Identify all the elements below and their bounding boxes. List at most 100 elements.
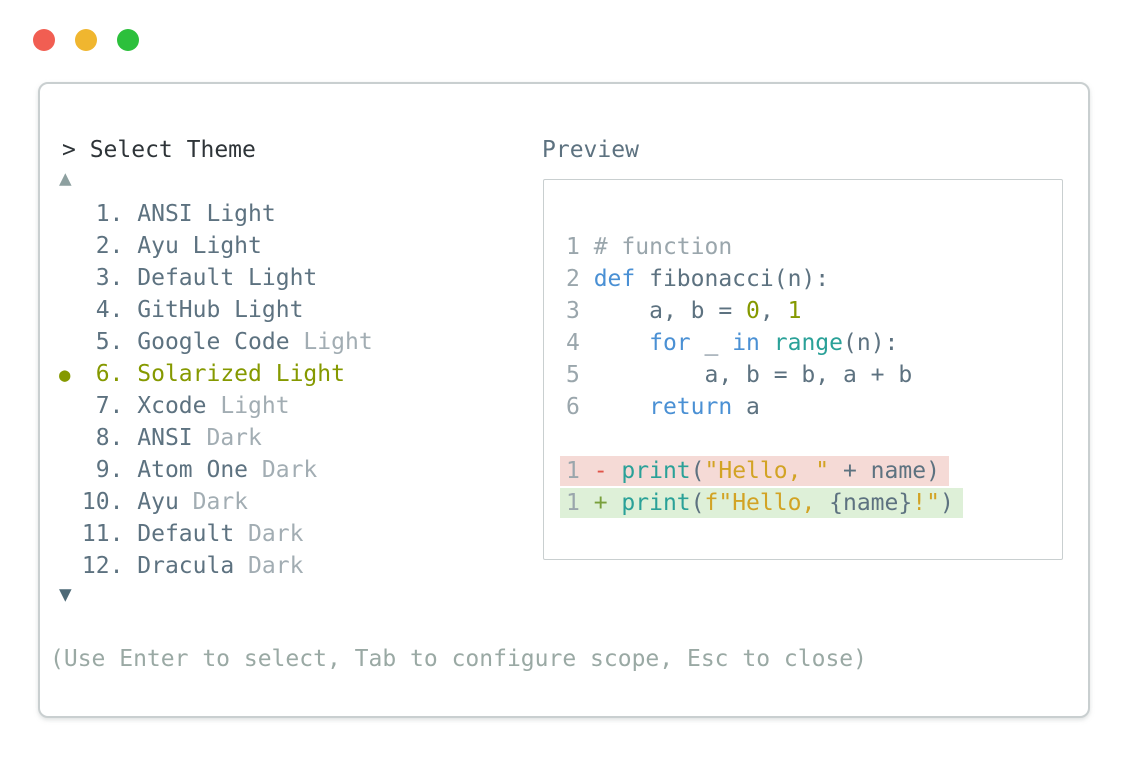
code-token: in (732, 330, 760, 356)
item-variant: Dark (192, 425, 262, 451)
item-number: 11. (81, 521, 124, 547)
code-token (760, 330, 774, 356)
code-token: print (621, 458, 691, 484)
keyboard-hint: (Use Enter to select, Tab to configure s… (50, 646, 867, 672)
theme-picker-window: > Select Theme Preview ▲ 1. ANSI Light 2. A… (38, 82, 1090, 718)
item-label: Default (137, 521, 235, 547)
code-token: (n): (843, 330, 899, 356)
code-token: f"Hello, (704, 490, 830, 516)
theme-list-item[interactable]: 3.Default Light (59, 262, 373, 294)
item-number: 12. (81, 553, 124, 579)
line-number: 1 (566, 458, 594, 484)
item-label: Solarized Light (137, 361, 345, 387)
item-number: 9. (95, 457, 124, 483)
theme-list-item[interactable]: 2. Ayu Light (59, 230, 373, 262)
diff-highlight: 1 + print(f"Hello, {name}!") (560, 488, 963, 518)
code-line-blank (566, 423, 963, 455)
code-token: print (621, 490, 691, 516)
code-line: 5 a, b = b, a + b (566, 359, 963, 391)
code-line: 1 # function (566, 231, 963, 263)
traffic-light-zoom[interactable] (117, 29, 139, 51)
diff-sign-del: - (593, 458, 622, 484)
item-label: Ayu Light (137, 233, 262, 259)
item-variant: Dark (248, 457, 318, 483)
theme-list-item[interactable]: 8.ANSI Dark (59, 422, 373, 454)
code-preview: 1 # function 2 def fibonacci(n): 3 a, b = … (560, 231, 963, 519)
item-label: Ayu (137, 489, 179, 515)
item-variant: Light (289, 329, 373, 355)
code-token: ( (690, 458, 705, 484)
picker-prompt: > Select Theme (62, 137, 256, 163)
item-number: 4. (95, 297, 124, 323)
item-label: Xcode (137, 393, 207, 419)
item-number: 3. (95, 265, 124, 291)
item-number: 10. (81, 489, 124, 515)
item-number: 1. (95, 201, 124, 227)
line-number: 4 (566, 330, 594, 356)
item-label: Dracula (137, 553, 235, 579)
scroll-down-icon[interactable]: ▼ (59, 582, 72, 606)
code-line: 6 return a (566, 391, 963, 423)
diff-line-del: 1 - print("Hello, " + name) (560, 455, 963, 487)
line-number: 2 (566, 266, 594, 292)
selected-dot-icon: ● (59, 364, 71, 386)
code-token: return (649, 394, 733, 420)
preview-title: Preview (542, 137, 639, 163)
item-label: Google Code (137, 329, 290, 355)
code-line: 4 for _ in range(n): (566, 327, 963, 359)
item-number: 6. (95, 361, 124, 387)
theme-list-item[interactable]: 11. Default Dark (59, 518, 373, 550)
code-token: _ (690, 330, 733, 356)
line-number: 3 (566, 298, 594, 324)
code-line: 3 a, b = 0, 1 (566, 295, 963, 327)
traffic-light-minimize[interactable] (75, 29, 97, 51)
traffic-light-close[interactable] (33, 29, 55, 51)
window-controls (33, 29, 139, 51)
line-number: 5 (566, 362, 594, 388)
code-token: fibonacci(n): (635, 266, 830, 292)
theme-list-item[interactable]: 1. ANSI Light (59, 198, 373, 230)
item-label: Atom One (137, 457, 249, 483)
item-variant: Dark (234, 521, 304, 547)
code-token: , (759, 298, 788, 324)
theme-list-item[interactable]: 7. Xcode Light (59, 390, 373, 422)
item-number: 2. (95, 233, 124, 259)
diff-highlight: 1 - print("Hello, " + name) (560, 456, 949, 486)
code-token: a (732, 394, 760, 420)
code-token: + name) (829, 458, 940, 484)
code-token: {name} (829, 490, 913, 516)
code-token: range (773, 330, 843, 356)
theme-list-item[interactable]: 4. GitHub Light (59, 294, 373, 326)
code-token: 0 (746, 298, 760, 324)
item-variant: Dark (234, 553, 304, 579)
item-label: GitHub Light (137, 297, 304, 323)
code-token (594, 330, 649, 356)
line-number: 1 (566, 490, 594, 516)
line-number: 6 (566, 394, 594, 420)
scroll-up-icon[interactable]: ▲ (59, 166, 72, 190)
code-token: # function (593, 234, 733, 260)
code-token: a, b = (593, 298, 747, 324)
code-token: def (593, 266, 636, 292)
item-number: 5. (95, 329, 124, 355)
code-token: ) (939, 490, 954, 516)
item-number: 8. (95, 425, 124, 451)
item-variant: Light (206, 393, 290, 419)
theme-list-item[interactable]: 9. Atom One Dark (59, 454, 373, 486)
code-token: "Hello, " (704, 458, 830, 484)
code-token: ( (690, 490, 705, 516)
code-token (594, 394, 649, 420)
code-token: for (649, 330, 691, 356)
theme-list-item[interactable]: 5. Google Code Light (59, 326, 373, 358)
item-number: 7. (95, 393, 124, 419)
theme-list-item[interactable]: 12. Dracula Dark (59, 550, 373, 582)
theme-list-item[interactable]: 10.Ayu Dark (59, 486, 373, 518)
preview-pane: 1 # function 2 def fibonacci(n): 3 a, b = … (543, 179, 1063, 560)
diff-line-ins: 1 + print(f"Hello, {name}!") (560, 487, 963, 519)
item-label: ANSI Light (137, 201, 276, 227)
code-token: a, b = b, a + b (593, 362, 913, 388)
theme-list-item-selected[interactable]: ● 6. Solarized Light (59, 358, 373, 390)
code-token: 1 (787, 298, 802, 324)
diff-sign-ins: + (593, 490, 622, 516)
